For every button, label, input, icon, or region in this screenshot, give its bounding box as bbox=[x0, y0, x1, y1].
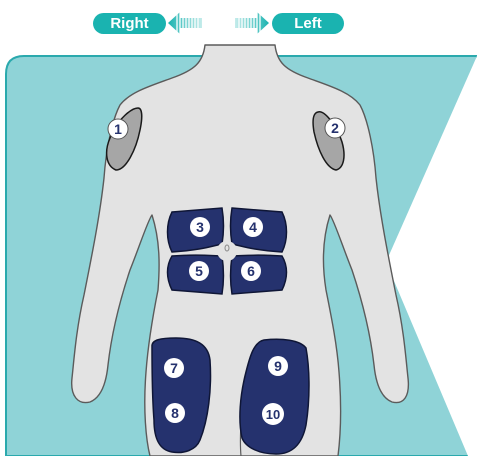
site-number-4: 4 bbox=[249, 219, 257, 235]
site-number-8: 8 bbox=[171, 405, 179, 421]
site-zone-7-8 bbox=[152, 338, 211, 453]
site-number-1: 1 bbox=[114, 121, 122, 137]
site-number-10: 10 bbox=[266, 407, 280, 422]
site-number-6: 6 bbox=[247, 263, 255, 279]
site-number-2: 2 bbox=[331, 120, 339, 136]
site-number-9: 9 bbox=[274, 358, 282, 374]
site-number-7: 7 bbox=[170, 360, 178, 376]
site-number-3: 3 bbox=[196, 219, 204, 235]
site-zone-9-10 bbox=[240, 339, 309, 454]
site-number-5: 5 bbox=[195, 263, 203, 279]
